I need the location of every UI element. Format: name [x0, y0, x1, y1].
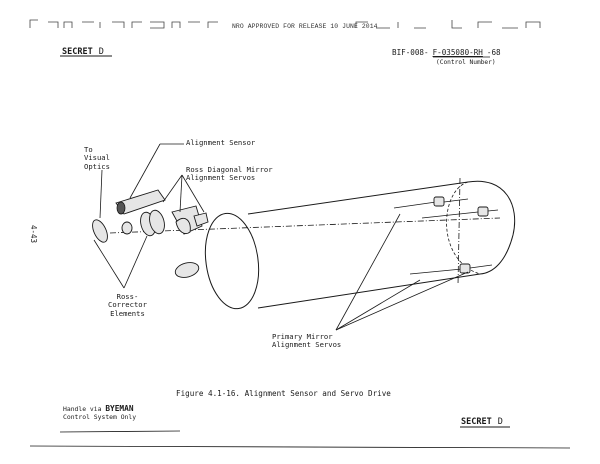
control-number-line: BIF-008-F-035080-RH-68: [392, 48, 501, 57]
release-stamp: NRO APPROVED FOR RELEASE 10 JUNE 2014: [232, 23, 378, 30]
telescope-tube: [110, 178, 515, 312]
corrector-element-2: [147, 209, 167, 236]
figure-caption: Figure 4.1-16. Alignment Sensor and Serv…: [176, 389, 391, 398]
control-suffix: -68: [486, 48, 501, 57]
handling-system: BYEMAN: [105, 404, 134, 413]
label-ross-diagonal-mirror: Ross Diagonal Mirror Alignment Servos: [186, 165, 273, 183]
leader-visual-optics: [100, 170, 102, 218]
control-number-caption: (Control Number): [436, 59, 496, 66]
leader-primary-2: [336, 272, 468, 330]
mirror-plane-line: [458, 178, 460, 285]
ross-diagonal-mirror: [174, 260, 201, 280]
classification-bottom: SECRET D: [461, 417, 503, 427]
optical-axis: [110, 218, 500, 233]
handling-line-2: Control System Only: [63, 413, 137, 422]
label-to-visual-optics: To Visual Optics: [84, 145, 110, 171]
label-line: Corrector: [108, 300, 147, 310]
servo-rod-middle: [422, 212, 478, 218]
tube-front-rim: [200, 210, 265, 312]
control-number: F-035080-RH: [432, 48, 483, 57]
label-line: Visual: [84, 153, 110, 163]
classification-suffix: D: [497, 417, 503, 427]
leader-alignment-sensor: [130, 144, 160, 198]
handling-line-1: Handle via BYEMAN: [63, 404, 136, 413]
label-line: Ross Diagonal Mirror: [186, 165, 273, 174]
label-line: Optics: [84, 161, 110, 171]
leader-diagonal-1: [163, 175, 182, 202]
small-lens: [122, 222, 132, 234]
primary-mirror-servos: [394, 197, 498, 274]
servo-rod-upper: [394, 202, 436, 208]
footer-rule: [60, 431, 180, 432]
tube-top-edge: [248, 182, 468, 214]
label-primary-mirror-servos: Primary Mirror Alignment Servos: [272, 332, 342, 350]
leader-corrector-2: [124, 236, 147, 288]
tube-back-rim: [468, 181, 515, 274]
leader-diagonal-3: [182, 175, 204, 212]
label-line: Ross-: [116, 292, 139, 301]
tube-bottom-edge: [258, 274, 480, 308]
handling-via: Handle via: [63, 405, 102, 413]
servo-link-upper: [444, 199, 468, 202]
label-alignment-sensor: Alignment Sensor: [186, 138, 256, 147]
tube-back-hidden: [447, 182, 480, 274]
handling-notice: Handle via BYEMAN Control System Only: [63, 404, 137, 422]
label-line: Alignment Servos: [272, 340, 342, 350]
servo-link-middle: [488, 210, 498, 211]
label-ross-corrector-elements: Ross- Corrector Elements: [108, 292, 147, 318]
classification-label: SECRET: [62, 47, 93, 57]
servo-link-lower: [470, 265, 492, 268]
leader-corrector-1: [94, 240, 124, 288]
sensor-assembly: [89, 190, 208, 280]
label-line: Elements: [110, 308, 145, 318]
visual-optics-lens: [89, 218, 110, 245]
leader-primary-3: [336, 280, 420, 330]
servo-upper: [434, 197, 444, 206]
control-prefix: BIF-008-: [392, 48, 429, 57]
leader-lines: [94, 144, 468, 330]
servo-rod-lower: [410, 269, 462, 274]
label-line: Primary Mirror: [272, 332, 333, 341]
leader-diagonal-2: [180, 175, 182, 212]
classification-suffix: D: [98, 47, 104, 57]
servo-middle: [478, 207, 488, 216]
label-line: To: [84, 145, 93, 154]
servo-lower: [460, 264, 470, 273]
label-line: Alignment Servos: [186, 173, 256, 183]
diagonal-mirror-servo-b: [194, 213, 208, 226]
diagonal-mirror-servo-a: [176, 218, 190, 233]
leader-primary-1: [336, 214, 400, 330]
alignment-sensor-end: [117, 202, 125, 214]
classification-top: SECRET D: [62, 47, 104, 57]
classification-label: SECRET: [461, 417, 492, 427]
bottom-edge-rule: [30, 446, 570, 448]
